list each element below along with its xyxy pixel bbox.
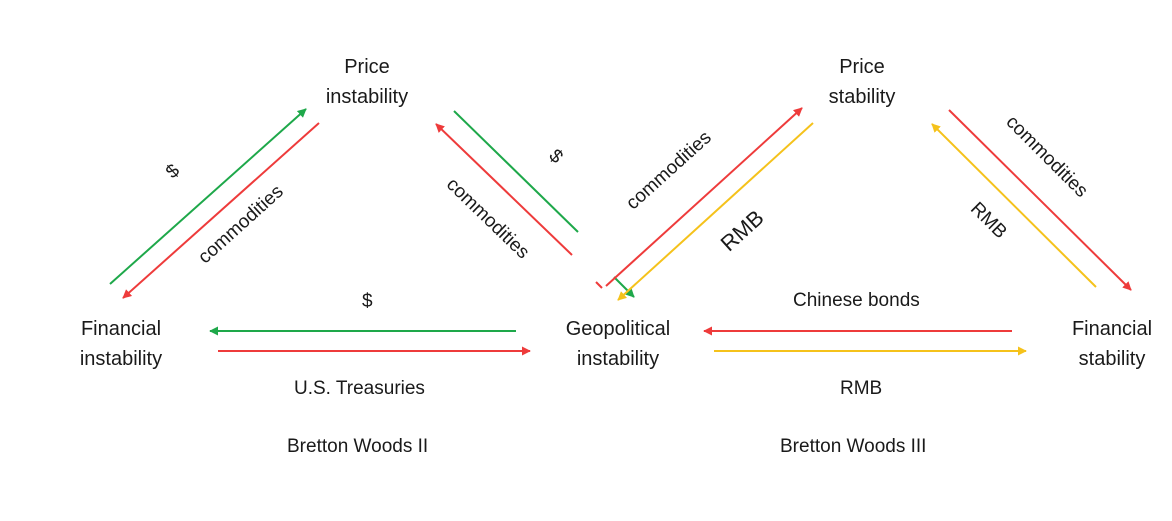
node-line-2: stability <box>1078 348 1146 370</box>
label-bw2-fin-to-geo: U.S. Treasuries <box>294 378 425 399</box>
node-line-1: Price <box>839 56 885 78</box>
node-line-1: Financial <box>80 318 162 340</box>
arrow-bw2-red-tail <box>595 281 603 289</box>
arrow-bw3-price-to-geo <box>617 122 814 301</box>
node-bw3-price-stability: Price stability <box>806 52 918 112</box>
caption-bretton-woods-ii: Bretton Woods II <box>287 436 429 457</box>
node-bw2-financial-instability: Financial instability <box>54 314 188 374</box>
arrow-bw2-green-tail <box>613 276 635 298</box>
label-bw3-geo-to-fin: RMB <box>840 378 883 399</box>
arrow-bw3-fin-to-price <box>931 123 1097 288</box>
arrow-bw2-price-to-fin <box>122 122 320 299</box>
node-line-1: Geopolitical <box>565 318 671 340</box>
node-bw2-price-instability: Price instability <box>300 52 434 112</box>
node-bw3-financial-stability: Financial stability <box>1058 314 1166 374</box>
arrow-bw2-price-to-geo <box>435 123 573 256</box>
arrow-bw3-price-to-fin <box>948 109 1132 291</box>
arrow-bw2-fin-to-price <box>109 108 307 285</box>
node-line-1: Price <box>344 56 390 78</box>
node-line-1: Financial <box>1071 318 1153 340</box>
node-geopolitical-instability: Geopolitical instability <box>546 314 690 374</box>
node-line-2: instability <box>576 348 660 370</box>
label-bw3-fin-to-geo: Chinese bonds <box>793 290 920 311</box>
arrow-bw2-geo-to-price <box>453 110 579 233</box>
node-line-2: instability <box>79 348 163 370</box>
node-line-2: instability <box>325 86 409 108</box>
arrow-bw3-geo-to-price <box>605 107 803 287</box>
caption-bretton-woods-iii: Bretton Woods III <box>780 436 927 457</box>
node-line-2: stability <box>828 86 896 108</box>
label-bw2-geo-to-fin: $ <box>362 291 373 312</box>
